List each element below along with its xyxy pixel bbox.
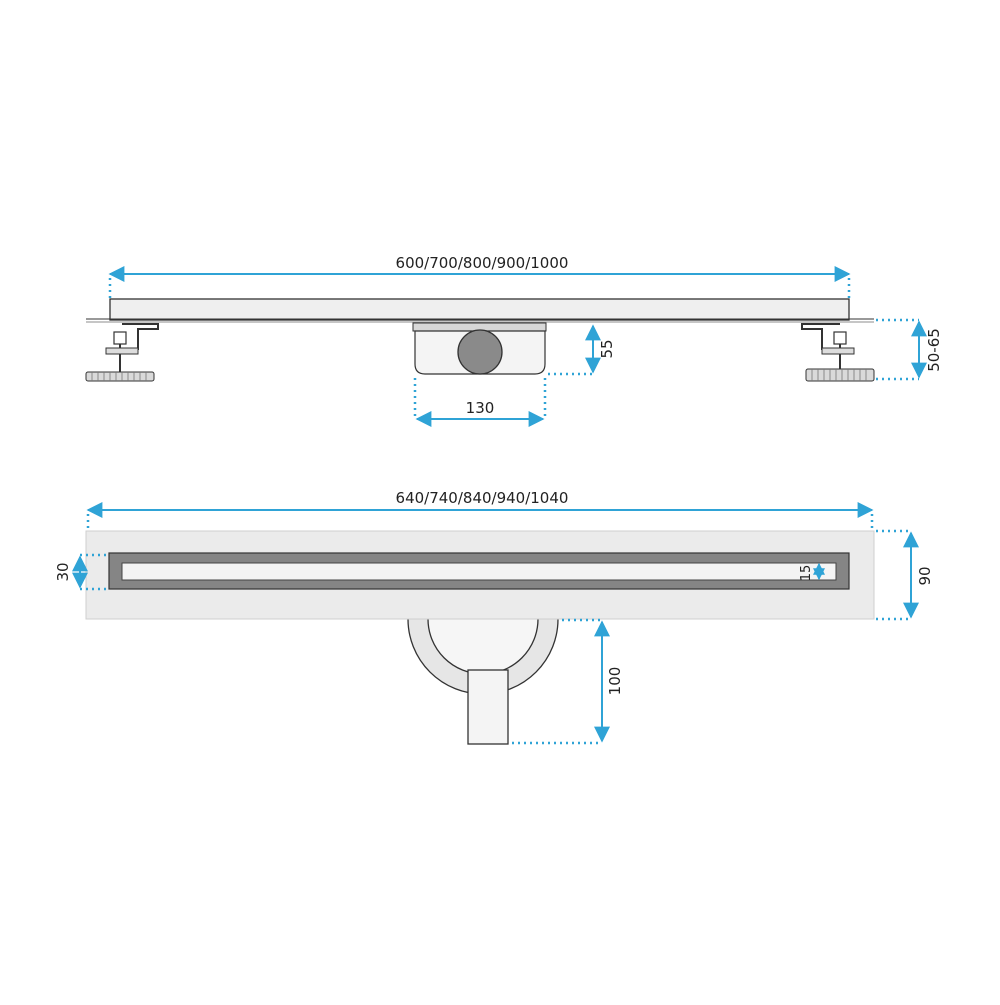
right-mounting-foot [801,323,875,382]
side-grate-plate [109,298,850,321]
outlet-pipe-circle [457,329,503,375]
dimension-outlet-depth: 100 [512,618,624,745]
outlet-depth-label: 100 [606,667,624,696]
dimension-outlet-width: 130 [413,378,547,427]
adjust-height-label: 50-65 [925,328,943,372]
outlet-width-label: 130 [466,399,495,417]
outlet-pipe [467,669,509,745]
top-width-label: 90 [916,566,934,585]
top-view: 640/740/840/940/1040 30 15 90 100 [54,489,934,745]
dimension-top-length: 640/740/840/940/1040 [86,489,874,529]
dimension-grate-slot: 15 [799,562,825,582]
dimension-top-width: 90 [876,529,934,621]
top-outlet [407,618,559,745]
dimension-side-length: 600/700/800/900/1000 [108,254,851,298]
dimension-outlet-height: 55 [548,324,616,376]
left-mounting-foot [85,323,159,382]
dimension-adjust-height: 50-65 [876,318,943,381]
dimension-channel-width: 30 [54,553,108,591]
side-view: 600/700/800/900/1000 55 130 50-65 [85,254,943,427]
channel-width-label: 30 [54,562,72,581]
outlet-height-label: 55 [598,339,616,358]
side-outlet-body [412,322,547,375]
grate-slot [121,562,837,581]
grate-slot-label: 15 [799,565,814,582]
side-length-label: 600/700/800/900/1000 [396,254,569,272]
top-length-label: 640/740/840/940/1040 [396,489,569,507]
